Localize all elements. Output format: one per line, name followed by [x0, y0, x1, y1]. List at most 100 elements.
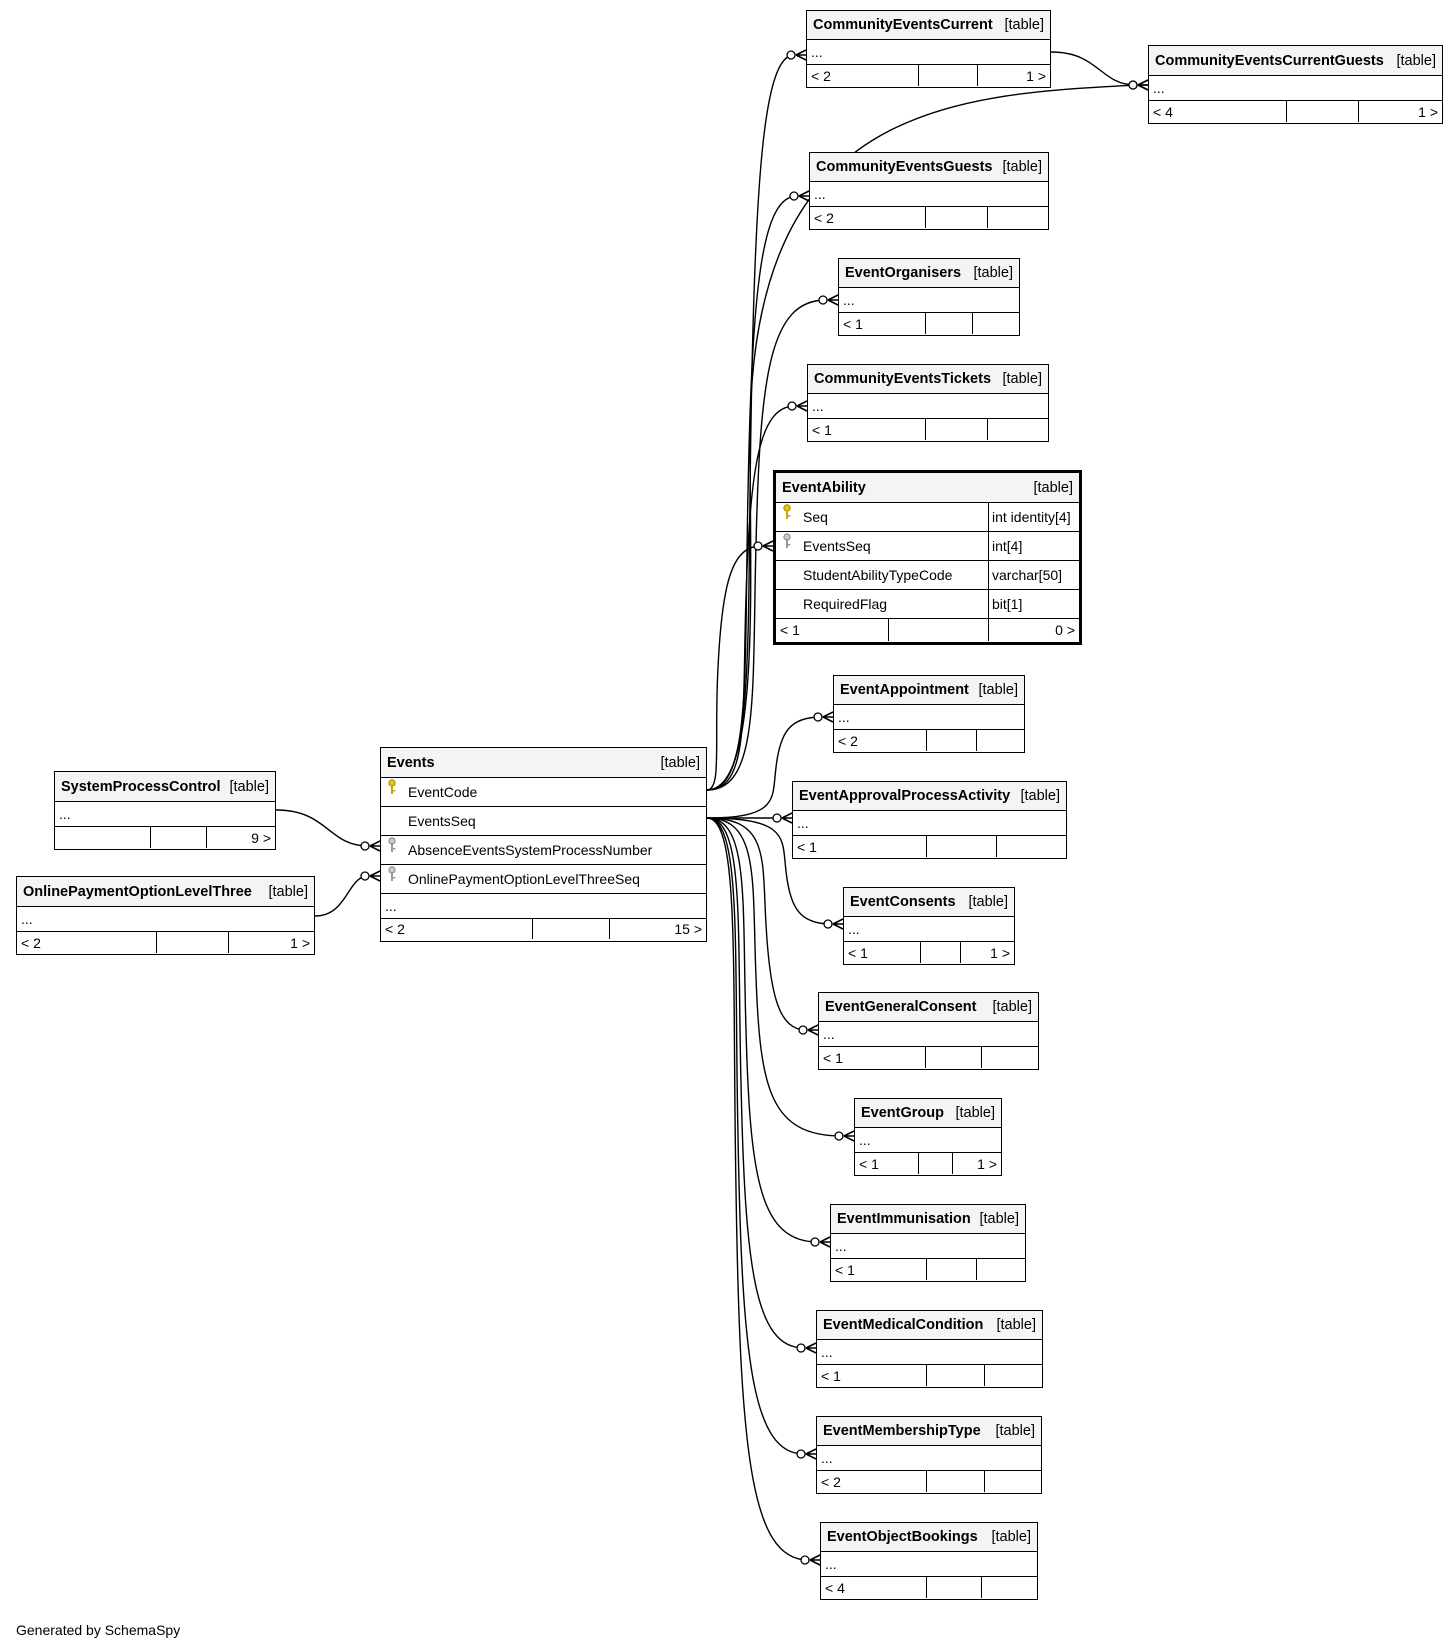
table-footer: < 2	[810, 207, 1048, 228]
table-online-payment-option-level-three[interactable]: OnlinePaymentOptionLevelThree[table] ...…	[16, 876, 315, 955]
table-type: [table]	[968, 894, 1009, 910]
table-header: CommunityEventsCurrentGuests[table]	[1149, 46, 1442, 76]
table-name: CommunityEventsCurrentGuests	[1155, 52, 1384, 69]
column-name: EventCode	[408, 784, 478, 800]
column-name: AbsenceEventsSystemProcessNumber	[408, 842, 653, 858]
table-event-appointment[interactable]: EventAppointment[table] ... < 2	[833, 675, 1025, 753]
table-event-organisers[interactable]: EventOrganisers[table] ... < 1	[838, 258, 1020, 336]
table-name: EventAbility	[782, 479, 866, 496]
table-header: EventOrganisers[table]	[839, 259, 1019, 288]
table-event-ability[interactable]: EventAbility [table] Seq int identity[4]…	[773, 470, 1082, 645]
table-event-general-consent[interactable]: EventGeneralConsent[table] ... < 1	[818, 992, 1039, 1070]
table-header: EventApprovalProcessActivity[table]	[793, 782, 1066, 811]
table-footer: < 1	[831, 1259, 1025, 1280]
table-footer: < 1	[808, 419, 1048, 440]
parent-count: < 2	[810, 207, 926, 228]
table-name: EventMembershipType	[823, 1423, 981, 1439]
table-name: CommunityEventsCurrent	[813, 17, 993, 33]
crows-foot-marker	[1128, 79, 1149, 91]
row-count	[157, 932, 229, 953]
table-event-membership-type[interactable]: EventMembershipType[table] ... < 2	[816, 1416, 1042, 1494]
parent-count: < 1	[793, 836, 927, 857]
table-type: [table]	[229, 778, 270, 795]
column-row: OnlinePaymentOptionLevelThreeSeq	[381, 865, 706, 894]
table-community-events-tickets[interactable]: CommunityEventsTickets[table] ... < 1	[807, 364, 1049, 442]
column-row: RequiredFlag bit[1]	[776, 590, 1079, 619]
edge-event-membership-type	[706, 817, 805, 1455]
table-system-process-control[interactable]: SystemProcessControl[table] ... 9 >	[54, 771, 276, 850]
table-community-events-current-guests[interactable]: CommunityEventsCurrentGuests[table] ... …	[1148, 45, 1443, 124]
table-type: [table]	[955, 1105, 996, 1121]
edge-community-events-current-guests-a	[1050, 51, 1137, 86]
parent-count: < 2	[817, 1471, 927, 1492]
table-header: EventGeneralConsent[table]	[819, 993, 1038, 1022]
column-name: RequiredFlag	[800, 590, 989, 618]
table-name: EventAppointment	[840, 682, 969, 698]
row-count	[926, 1047, 982, 1068]
row-count	[927, 1577, 982, 1598]
table-name: EventOrganisers	[845, 265, 962, 281]
table-event-approval-process-activity[interactable]: EventApprovalProcessActivity[table] ... …	[792, 781, 1067, 859]
more-columns-ellipsis: ...	[819, 1022, 1038, 1047]
column-type: varchar[50]	[992, 567, 1063, 583]
child-count: 1 >	[977, 1155, 997, 1172]
table-header: EventObjectBookings[table]	[821, 1523, 1037, 1552]
child-count	[973, 313, 1019, 334]
table-event-medical-condition[interactable]: EventMedicalCondition[table] ... < 1	[816, 1310, 1043, 1388]
parent-count: < 1	[819, 1047, 926, 1068]
more-columns-ellipsis: ...	[855, 1128, 1001, 1153]
table-community-events-current[interactable]: CommunityEventsCurrent[table] ... < 2 1 >	[806, 10, 1051, 88]
table-footer: 9 >	[55, 827, 275, 848]
more-columns-ellipsis: ...	[834, 705, 1024, 730]
row-count	[533, 919, 610, 939]
crows-foot-marker	[360, 840, 381, 852]
child-count	[977, 1259, 1025, 1280]
table-footer: < 4	[821, 1577, 1037, 1598]
table-footer: < 2 15 >	[381, 919, 706, 939]
row-count	[926, 313, 973, 334]
row-count	[889, 619, 989, 641]
parent-count: < 2	[807, 65, 919, 86]
table-name: OnlinePaymentOptionLevelThree	[23, 883, 252, 900]
crows-foot-marker	[823, 918, 844, 930]
table-community-events-guests[interactable]: CommunityEventsGuests[table] ... < 2	[809, 152, 1049, 230]
child-count	[997, 836, 1066, 857]
more-columns-ellipsis: ...	[381, 894, 706, 919]
edge-event-ability	[706, 545, 762, 791]
column-name: OnlinePaymentOptionLevelThreeSeq	[408, 871, 640, 887]
crows-foot-marker	[360, 870, 381, 882]
table-header: CommunityEventsCurrent[table]	[807, 11, 1050, 40]
primary-key-icon	[783, 504, 791, 519]
table-header: SystemProcessControl[table]	[55, 772, 275, 802]
table-events[interactable]: Events [table] EventCode EventsSeq Absen…	[380, 747, 707, 942]
parent-count: < 1	[817, 1365, 927, 1386]
table-name: EventConsents	[850, 894, 956, 910]
table-type: [table]	[979, 1211, 1020, 1227]
child-count: 9 >	[251, 829, 271, 846]
parent-count: < 2	[381, 919, 533, 939]
table-name: EventImmunisation	[837, 1211, 971, 1227]
parent-count: < 1	[831, 1259, 927, 1280]
crows-foot-marker	[813, 711, 834, 723]
child-count	[982, 1577, 1037, 1598]
child-count: 1 >	[1026, 67, 1046, 84]
more-columns-ellipsis: ...	[807, 40, 1050, 65]
row-count	[927, 1259, 977, 1280]
table-event-immunisation[interactable]: EventImmunisation[table] ... < 1	[830, 1204, 1026, 1282]
column-name: EventsSeq	[800, 532, 989, 560]
table-type: [table]	[660, 754, 701, 771]
child-count	[982, 1047, 1038, 1068]
column-type: bit[1]	[992, 596, 1023, 612]
row-count	[919, 65, 978, 86]
crows-foot-marker	[798, 1024, 819, 1036]
table-header: EventImmunisation [table]	[831, 1205, 1025, 1234]
table-event-object-bookings[interactable]: EventObjectBookings[table] ... < 4	[820, 1522, 1038, 1600]
crows-foot-marker	[800, 1554, 821, 1566]
row-count	[926, 419, 988, 440]
column-row: Seq int identity[4]	[776, 503, 1079, 532]
